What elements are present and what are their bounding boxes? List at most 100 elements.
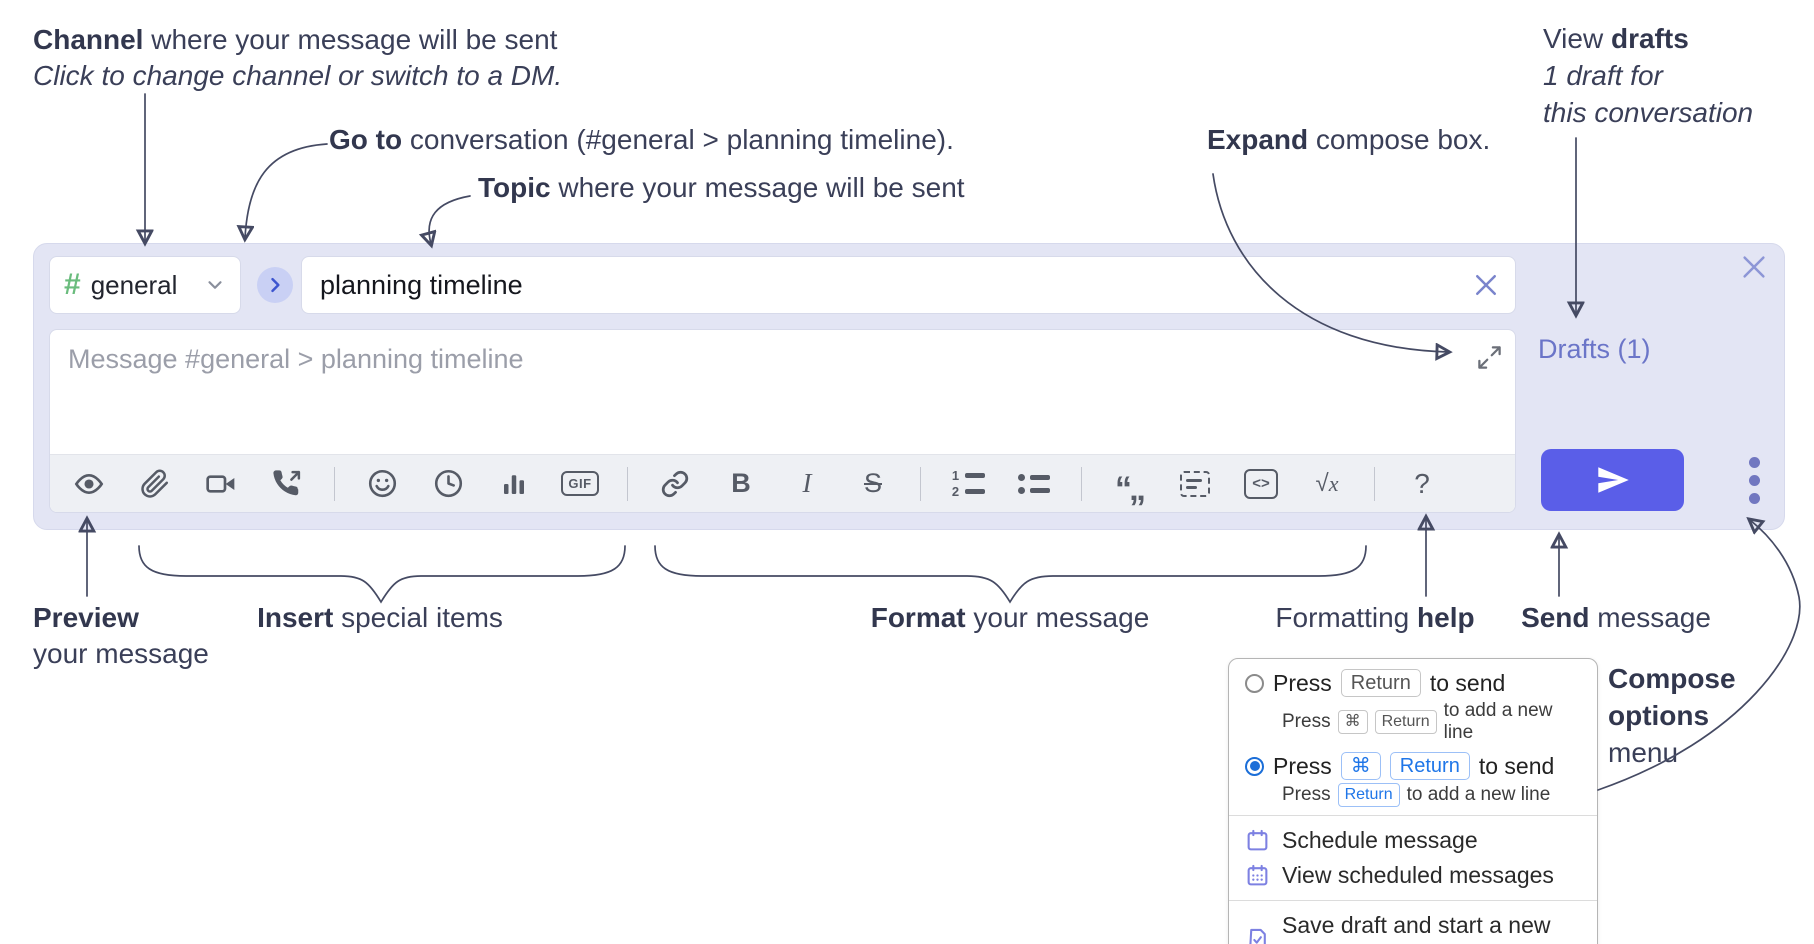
menu-item-schedule-message[interactable]: Schedule message bbox=[1245, 823, 1581, 858]
numbered-list-2: 2 bbox=[951, 483, 960, 499]
return-key: Return bbox=[1374, 710, 1437, 734]
go-to-conversation-button[interactable] bbox=[257, 267, 293, 303]
video-call-icon[interactable] bbox=[188, 455, 254, 512]
formatting-help-icon[interactable]: ? bbox=[1414, 467, 1430, 499]
radio-unselected-icon[interactable] bbox=[1245, 673, 1264, 693]
annotation-help-bold: help bbox=[1417, 602, 1475, 633]
schedule-time-icon[interactable] bbox=[415, 455, 481, 512]
send-option-return[interactable]: Press Return to send bbox=[1245, 669, 1581, 697]
menu-item-label: Save draft and start a new message bbox=[1282, 912, 1551, 944]
channel-hash-icon: # bbox=[64, 268, 81, 301]
preview-eye-icon[interactable] bbox=[56, 455, 122, 512]
clear-topic-icon[interactable] bbox=[1471, 270, 1501, 300]
radio-selected-icon[interactable] bbox=[1245, 756, 1264, 776]
link-icon[interactable] bbox=[642, 455, 708, 512]
math-root-glyph: √ bbox=[1315, 469, 1329, 497]
annotation-format-rest: your message bbox=[965, 602, 1150, 633]
annotation-channel-bold: Channel bbox=[33, 24, 144, 55]
compose-options-menu-button[interactable] bbox=[1734, 453, 1774, 507]
spoiler-icon[interactable] bbox=[1162, 455, 1228, 512]
cmd-key: ⌘ bbox=[1337, 710, 1368, 734]
annotation-drafts-line3: this conversation bbox=[1543, 97, 1754, 128]
annotation-expand: Expand compose box. bbox=[1207, 122, 1490, 158]
numbered-list-1: 1 bbox=[951, 467, 960, 483]
cmd-key: ⌘ bbox=[1340, 752, 1381, 780]
annotation-compose-line3: menu bbox=[1608, 737, 1679, 768]
annotation-send-rest: message bbox=[1589, 602, 1711, 633]
annotation-preview-line2: your message bbox=[33, 638, 209, 669]
menu-item-view-scheduled[interactable]: View scheduled messages bbox=[1245, 858, 1581, 893]
annotation-channel-rest: where your message will be sent bbox=[143, 24, 558, 55]
strikethrough-icon[interactable]: S bbox=[863, 468, 882, 498]
annotation-drafts-line2: 1 draft for bbox=[1543, 60, 1663, 91]
newline-label: to add a new line bbox=[1406, 784, 1551, 805]
math-x-glyph: x bbox=[1328, 470, 1339, 496]
send-button[interactable] bbox=[1541, 449, 1684, 511]
press-label: Press bbox=[1282, 711, 1331, 732]
annotation-format: Format your message bbox=[810, 600, 1210, 636]
italic-icon[interactable]: I bbox=[802, 468, 812, 498]
compose-formatting-toolbar: GIF B I S 1 2 bbox=[50, 454, 1515, 512]
toolbar-divider bbox=[627, 466, 628, 501]
math-icon[interactable]: √x bbox=[1294, 455, 1360, 512]
annotation-topic-rest: where your message will be sent bbox=[550, 172, 965, 203]
annotation-send: Send message bbox=[1466, 600, 1766, 636]
drafts-link[interactable]: Drafts (1) bbox=[1538, 334, 1651, 364]
annotation-topic-bold: Topic bbox=[478, 172, 551, 203]
annotation-help-pre: Formatting bbox=[1275, 602, 1418, 633]
popup-divider bbox=[1229, 815, 1597, 816]
audio-call-icon[interactable] bbox=[254, 455, 320, 512]
chevron-down-icon bbox=[208, 281, 222, 289]
menu-item-label: View scheduled messages bbox=[1282, 862, 1554, 888]
send-option-cmd-return[interactable]: Press ⌘ Return to send bbox=[1245, 752, 1581, 780]
bold-icon[interactable]: B bbox=[731, 468, 751, 498]
annotation-compose-line1: Compose bbox=[1608, 663, 1736, 694]
send-option-cmd-return-subtext: Press Return to add a new line bbox=[1282, 783, 1581, 807]
send-option-return-subtext: Press ⌘ Return to add a new line bbox=[1282, 700, 1581, 744]
press-label: Press bbox=[1282, 784, 1331, 805]
channel-name: general bbox=[90, 269, 178, 300]
message-panel: GIF B I S 1 2 bbox=[49, 329, 1516, 513]
code-label: <> bbox=[1244, 468, 1278, 499]
annotation-format-bold: Format bbox=[870, 602, 966, 633]
close-compose-icon[interactable] bbox=[1739, 252, 1769, 282]
expand-compose-icon[interactable] bbox=[1476, 344, 1503, 371]
code-icon[interactable]: <> bbox=[1228, 455, 1294, 512]
annotation-topic: Topic where your message will be sent bbox=[478, 170, 965, 206]
toolbar-divider bbox=[920, 466, 921, 501]
press-label: Press bbox=[1273, 752, 1332, 779]
return-key: Return bbox=[1389, 752, 1470, 780]
annotation-preview: Preview your message bbox=[33, 600, 209, 672]
toolbar-divider bbox=[334, 466, 335, 501]
popup-divider bbox=[1229, 900, 1597, 901]
poll-chart-icon[interactable] bbox=[481, 455, 547, 512]
numbered-list-icon[interactable]: 1 2 bbox=[935, 455, 1001, 512]
channel-selector[interactable]: # general bbox=[49, 256, 241, 314]
calendar-icon bbox=[1247, 829, 1268, 851]
send-options-popup: Press Return to send Press ⌘ Return to a… bbox=[1228, 658, 1598, 944]
quote-icon[interactable]: “„ bbox=[1115, 469, 1146, 508]
annotation-help: Formatting help bbox=[1225, 600, 1525, 636]
annotation-preview-bold: Preview bbox=[33, 602, 139, 633]
topic-input[interactable] bbox=[301, 256, 1516, 314]
gif-icon[interactable]: GIF bbox=[547, 455, 613, 512]
annotation-expand-bold: Expand bbox=[1207, 124, 1309, 155]
to-send-label: to send bbox=[1429, 669, 1506, 696]
annotation-compose-options: Compose options menu bbox=[1608, 660, 1736, 771]
message-input[interactable] bbox=[50, 330, 1515, 454]
annotation-channel-subtext: Click to change channel or switch to a D… bbox=[33, 60, 563, 91]
annotation-insert-rest: special items bbox=[333, 602, 503, 633]
bulleted-list-icon[interactable] bbox=[1001, 455, 1067, 512]
annotation-drafts-bold: drafts bbox=[1610, 23, 1689, 54]
menu-item-save-draft[interactable]: Save draft and start a new message bbox=[1245, 908, 1581, 944]
toolbar-divider bbox=[1081, 466, 1082, 501]
compose-box: # general bbox=[33, 243, 1785, 530]
chevron-right-icon bbox=[271, 277, 280, 293]
send-plane-icon bbox=[1597, 467, 1629, 493]
return-key: Return bbox=[1340, 669, 1421, 697]
attach-paperclip-icon[interactable] bbox=[122, 455, 188, 512]
annotation-goto-rest: conversation (#general > planning timeli… bbox=[402, 124, 954, 155]
annotation-drafts-pre: View bbox=[1543, 23, 1611, 54]
emoji-icon[interactable] bbox=[349, 455, 415, 512]
annotation-goto: Go to conversation (#general > planning … bbox=[329, 122, 954, 158]
